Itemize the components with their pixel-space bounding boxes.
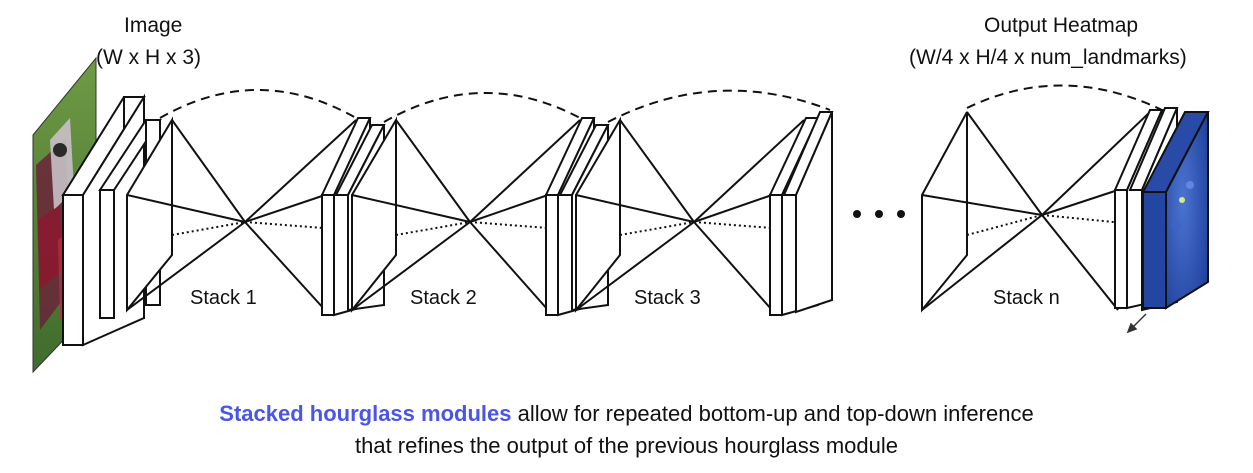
input-image-title: Image: [124, 14, 183, 37]
skip-arcs: [159, 84, 1163, 123]
caption-line-1: Stacked hourglass modules allow for repe…: [0, 398, 1253, 430]
conv-slab-3: [768, 111, 834, 317]
caption: Stacked hourglass modules allow for repe…: [0, 398, 1253, 462]
stack-label-1: Stack 1: [190, 287, 257, 309]
output-heatmap-title: Output Heatmap: [984, 14, 1139, 37]
ellipsis-dots: [853, 210, 905, 218]
hourglass-stack-3: [575, 116, 805, 313]
output-heatmap: [1141, 111, 1210, 310]
output-heatmap-dims: (W/4 x H/4 x num_landmarks): [909, 46, 1187, 69]
hourglass-stack-1: [126, 116, 357, 313]
caption-line-2: that refines the output of the previous …: [354, 433, 898, 458]
output-arrow: [1126, 313, 1147, 334]
input-image-dims: (W x H x 3): [96, 46, 201, 69]
caption-line-1-rest: allow for repeated bottom-up and top-dow…: [511, 401, 1034, 426]
stack-label-2: Stack 2: [410, 287, 477, 309]
hourglass-stack-n: [921, 111, 1151, 313]
caption-highlight: Stacked hourglass modules: [219, 401, 512, 426]
stack-label-n: Stack n: [993, 287, 1060, 309]
stack-label-3: Stack 3: [634, 287, 701, 309]
